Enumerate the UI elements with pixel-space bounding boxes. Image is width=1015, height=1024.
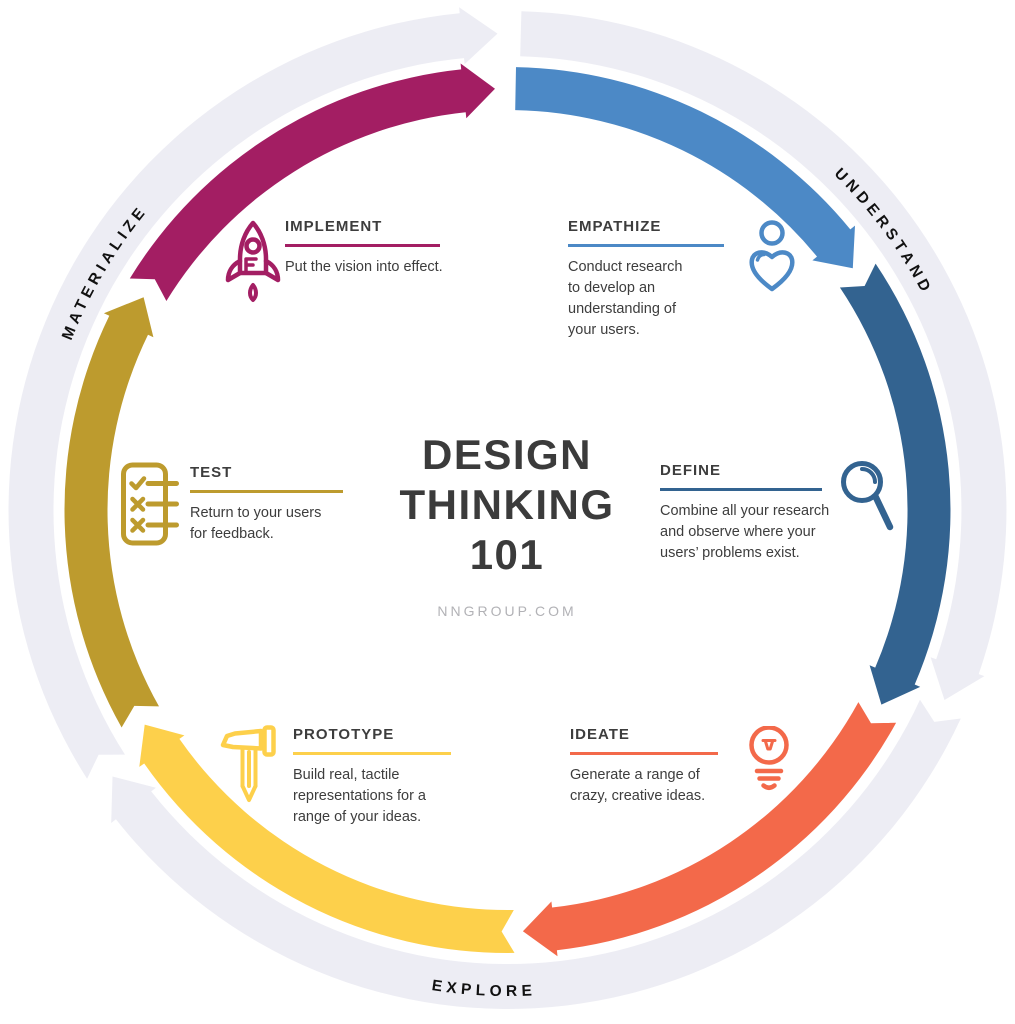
magnifier-icon bbox=[837, 459, 897, 538]
stage-title: EMPATHIZE bbox=[568, 218, 662, 235]
stage-underline bbox=[570, 752, 718, 755]
segment-arrow-implement bbox=[129, 63, 496, 301]
segment-arrow-prototype bbox=[139, 724, 515, 953]
segment-arrow-ideate bbox=[522, 702, 897, 957]
stage-description: Generate a range of crazy, creative idea… bbox=[570, 767, 706, 804]
stage-description: Build real, tactile representations for … bbox=[293, 767, 426, 825]
checklist-icon bbox=[119, 459, 181, 554]
stage-title: PROTOTYPE bbox=[293, 726, 395, 743]
segment-arrow-define bbox=[839, 263, 951, 705]
segment-arrow-test bbox=[64, 297, 159, 728]
stage-underline bbox=[660, 488, 822, 491]
stage-underline bbox=[285, 244, 440, 247]
stage-title: TEST bbox=[190, 464, 233, 481]
stage-title: IDEATE bbox=[570, 726, 630, 743]
page-title-line: DESIGN bbox=[421, 431, 593, 478]
page-title-line: THINKING bbox=[399, 481, 615, 528]
page-title-line: 101 bbox=[469, 531, 545, 578]
stage-title: IMPLEMENT bbox=[285, 218, 383, 235]
stage-description: Conduct research to develop an understan… bbox=[568, 259, 683, 338]
stage-title: DEFINE bbox=[660, 462, 722, 479]
source-credit: NNGROUP.COM bbox=[437, 603, 577, 619]
center-title-block: DESIGN THINKING 101 NNGROUP.COM bbox=[327, 430, 687, 619]
phase-arc-understand bbox=[520, 11, 1007, 700]
phase-arc-explore bbox=[111, 699, 961, 1009]
stage-underline bbox=[190, 490, 343, 493]
person-heart-icon bbox=[744, 220, 800, 301]
phase-arc-materialize bbox=[8, 7, 498, 779]
segment-arrow-empathize bbox=[515, 67, 855, 269]
stage-description: Combine all your research and observe wh… bbox=[660, 503, 830, 561]
stage-description: Put the vision into effect. bbox=[285, 259, 443, 275]
lightbulb-icon bbox=[744, 725, 794, 799]
rocket-icon bbox=[222, 219, 284, 314]
stage-underline bbox=[568, 244, 724, 247]
hammer-nail-icon bbox=[219, 724, 279, 813]
stage-underline bbox=[293, 752, 451, 755]
stage-description: Return to your users for feedback. bbox=[190, 505, 322, 542]
